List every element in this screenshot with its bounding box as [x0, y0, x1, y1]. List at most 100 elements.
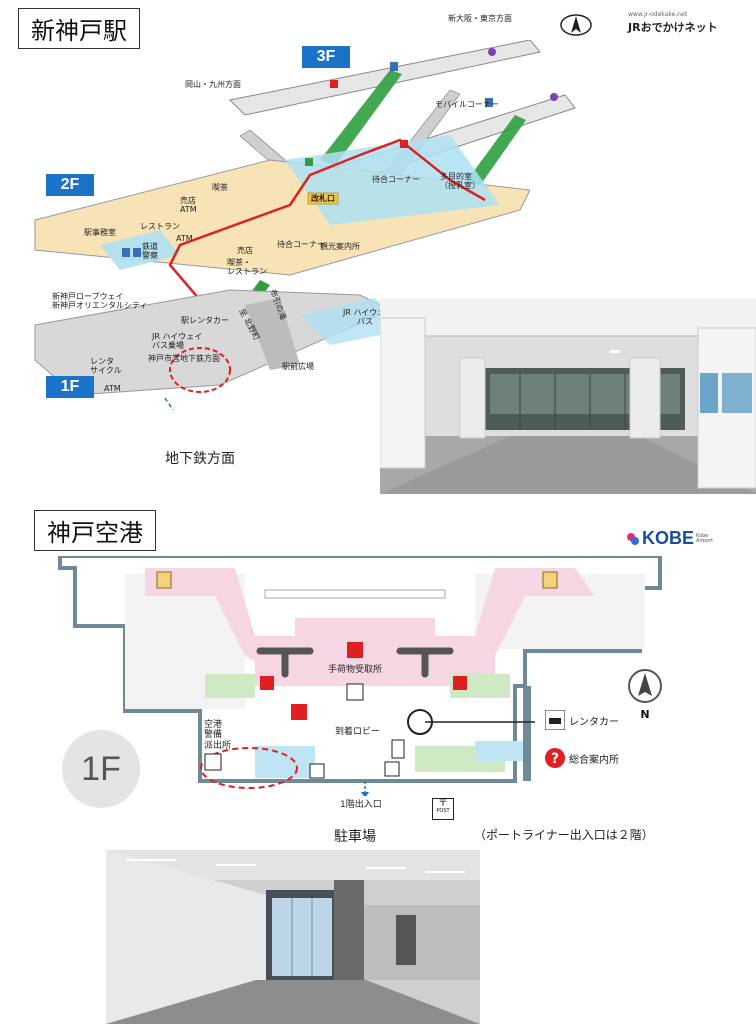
highway-bus-stop-text: JR ハイウェイ	[152, 332, 203, 341]
label-subway-direction: 地下鉄方面	[165, 451, 235, 467]
highway-bus-sub: バス	[357, 317, 373, 327]
label-exit-1f: 1階出入口	[340, 800, 382, 810]
label-station-square: 駅前広場	[282, 362, 314, 371]
legend-rent-a-car: レンタカー	[545, 710, 619, 730]
airport-brand: KOBE Kobe Airport	[626, 528, 716, 549]
label-parking: 駐車場	[334, 829, 376, 845]
aed-icon	[330, 80, 338, 88]
legend-info-center-text: 総合案内所	[569, 754, 619, 766]
car-icon	[545, 710, 565, 730]
escalator-icon	[384, 761, 400, 777]
kobe-brand-sub: Kobe Airport	[696, 532, 714, 544]
escalator-icon	[309, 763, 325, 779]
ticket-gate-box	[307, 192, 339, 205]
station-title: 新神戸駅	[18, 8, 140, 49]
locker-icon	[305, 158, 313, 166]
airport-title: 神戸空港	[34, 510, 156, 551]
station-floor-map	[34, 40, 576, 410]
kobe-logo-icon	[627, 532, 639, 545]
station-photo	[380, 298, 756, 494]
carousel-left	[256, 647, 314, 678]
airport-photo-drawing	[106, 850, 480, 1024]
label-multipurpose: 多目的室 （授乳室）	[440, 172, 480, 190]
multipurpose-sub: （授乳室）	[440, 181, 480, 191]
highway-bus-text: JR ハイウェイ	[343, 308, 394, 317]
police-text: 鉄道	[142, 242, 158, 251]
label-highway-bus-stop: JR ハイウェイ バス乗場	[152, 332, 202, 350]
luggage-icon	[346, 683, 364, 701]
label-waiting-corner-2f: 待合コーナー	[277, 240, 325, 249]
police-box-sub2: 派出所	[204, 740, 232, 751]
label-cafe-restaurant: 喫茶・ レストラン	[227, 258, 267, 276]
floor-tag-1f: 1F	[46, 376, 94, 398]
elevator-icon	[156, 571, 172, 589]
concourse-2f-blue	[285, 135, 500, 225]
toilet-icon	[122, 248, 130, 257]
north-arrow: N	[627, 668, 663, 721]
label-subway-entrance: 神戸市営地下鉄方面	[148, 354, 220, 363]
carousel-right	[396, 647, 454, 678]
label-tourist-info: 観光案内所	[320, 242, 360, 251]
floor-tag-2f: 2F	[46, 174, 94, 196]
kobe-brand-text: KOBE	[642, 528, 695, 548]
elevator-icon	[390, 62, 398, 71]
direction-osaka: 新大阪・東京方面	[448, 14, 512, 23]
station-brand: www.jr-odekake.net JRおでかけネット	[628, 11, 718, 35]
locker-icon	[204, 753, 222, 771]
elevator-icon	[542, 571, 558, 589]
long-bar	[264, 589, 446, 599]
green-room-left	[205, 674, 255, 698]
highway-bus-stop-sub: バス乗場	[152, 341, 184, 351]
label-police-box: 空港 警備 派出所	[204, 720, 231, 751]
label-highway-bus: JR ハイウェイ バス	[343, 308, 393, 326]
label-waiting-corner-3f: 待合コーナー	[372, 175, 420, 184]
police-sub: 警察	[142, 251, 158, 261]
line-marker-1	[550, 93, 558, 101]
airport-floor-badge: 1F	[62, 730, 140, 808]
shop-atm-text: 売店	[180, 196, 196, 205]
label-baggage-claim: 手荷物受取所	[328, 665, 383, 675]
blue-room-right	[475, 741, 523, 761]
label-rental-cycle: レンタ サイクル	[90, 357, 122, 375]
rental-cycle-sub: サイクル	[90, 366, 122, 376]
label-ticket-gate: 改札口	[311, 194, 335, 203]
police-box-sub: 警備	[204, 730, 223, 741]
brand-url: www.jr-odekake.net	[628, 11, 688, 18]
multipurpose-text: 多目的室	[440, 172, 472, 181]
label-station-office: 駅事務室	[84, 228, 116, 237]
post-text: POST	[436, 808, 450, 814]
police-box-text: 空港	[204, 720, 223, 730]
label-atm-1f: ATM	[104, 384, 121, 393]
road-1f	[245, 298, 300, 370]
line-marker-2	[488, 48, 496, 56]
exit-arrow-head	[361, 792, 369, 796]
label-shop2: 売店	[237, 246, 253, 255]
cafe-restaurant-text: 喫茶・	[227, 258, 251, 267]
label-restaurant: レストラン	[140, 222, 180, 231]
ropeway-text: 新神戸ロープウェイ	[52, 292, 124, 301]
rental-cycle-text: レンタ	[90, 357, 114, 366]
aed-icon	[400, 140, 408, 148]
label-port-liner-note: （ポートライナー出入口は２階）	[474, 828, 654, 842]
outer-wall-right	[523, 686, 531, 781]
phone-icon	[391, 739, 405, 759]
subway-arrow-line	[164, 397, 175, 410]
floor-tag-3f: 3F	[302, 46, 350, 68]
rentacar-circle	[407, 709, 433, 735]
label-arrival-lobby: 到着ロビー	[335, 727, 381, 737]
bus-lane-1f	[300, 298, 405, 345]
legend-info-center: ? 総合案内所	[545, 748, 619, 768]
compass-icon	[560, 14, 592, 36]
label-atm-2f: ATM	[176, 234, 193, 243]
label-cafe: 喫茶	[212, 183, 228, 192]
aed-icon	[291, 704, 307, 720]
question-icon: ?	[545, 748, 565, 768]
airport-floor-text: 1F	[81, 749, 121, 788]
parking-highlight	[200, 747, 298, 789]
blue-room	[255, 746, 315, 778]
north-arrow-icon	[628, 669, 662, 703]
label-police: 鉄道 警察	[142, 242, 158, 260]
brand-name: JRおでかけネット	[628, 20, 718, 34]
legend-rent-a-car-text: レンタカー	[569, 716, 619, 728]
label-ropeway: 新神戸ロープウェイ 新神戸オリエンタルシティ	[52, 292, 148, 310]
